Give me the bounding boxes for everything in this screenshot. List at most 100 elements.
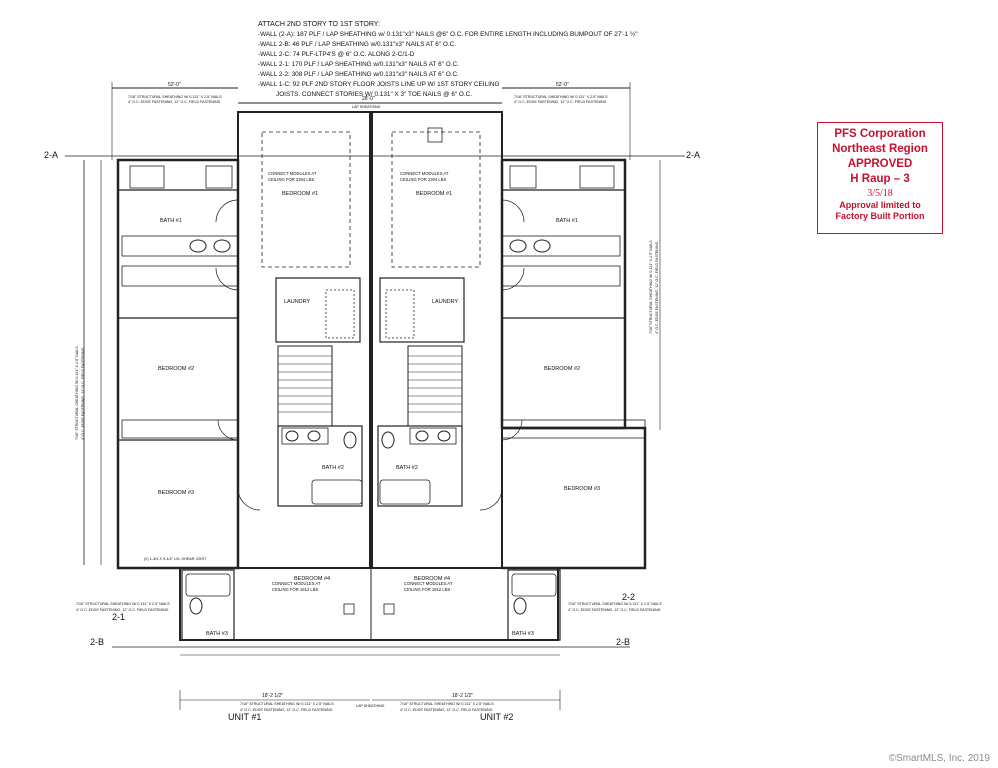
toilet bbox=[513, 597, 527, 615]
lap-sheathing-note: LAP SHEATHING bbox=[352, 105, 381, 109]
connect-note: CEILING FOR 2304 LBS bbox=[268, 177, 315, 182]
room-label: BEDROOM #4 bbox=[294, 576, 330, 582]
dim-text: 52'-0" bbox=[556, 82, 569, 88]
connect-note: CEILING FOR 2304 LBS bbox=[400, 177, 447, 182]
stamp-line: APPROVED bbox=[847, 158, 913, 170]
notes-heading: ATTACH 2ND STORY TO 1ST STORY: bbox=[258, 21, 381, 28]
dim-text: 52'-0" bbox=[168, 82, 181, 88]
note-line: -WALL 2-1: 170 PLF / LAP SHEATHING w/0.1… bbox=[258, 61, 459, 68]
note-line: JOISTS. CONNECT STORIES W/ 0.131" X 3" T… bbox=[276, 91, 473, 98]
framing-notes: ATTACH 2ND STORY TO 1ST STORY: -WALL (2-… bbox=[258, 20, 698, 100]
copyright-notice: ©SmartMLS, Inc. 2019 bbox=[888, 753, 990, 764]
room-label: BEDROOM #1 bbox=[416, 191, 452, 197]
note-line: -WALL (2-A): 187 PLF / LAP SHEATHING w/ … bbox=[258, 31, 638, 38]
approval-stamp: PFS Corporation Northeast Region APPROVE… bbox=[817, 122, 943, 234]
vanity bbox=[121, 235, 239, 257]
toilet bbox=[189, 597, 203, 615]
grid-label-22: 2-2 bbox=[622, 592, 635, 602]
sink bbox=[285, 430, 299, 442]
room-label: BEDROOM #4 bbox=[414, 576, 450, 582]
room-label: BATH #2 bbox=[396, 465, 418, 471]
room-label: LAUNDRY bbox=[432, 299, 459, 305]
sheathing-note: 4" O.C. EDGE FASTENING, 12" O.C. FIELD F… bbox=[81, 347, 85, 440]
bathtub bbox=[185, 573, 231, 597]
sheathing-note: 7/16" STRUCTURAL SHEATHING W/ 0.131" X 2… bbox=[568, 602, 662, 606]
room-label: BATH #2 bbox=[322, 465, 344, 471]
room-label: BATH #3 bbox=[512, 631, 534, 637]
sheathing-note: 4" O.C. EDGE FASTENING, 12" O.C. FIELD F… bbox=[128, 100, 221, 104]
sheathing-note: 4" O.C. EDGE FASTENING, 12" O.C. FIELD F… bbox=[76, 608, 169, 612]
closet bbox=[501, 419, 646, 439]
unit-label: UNIT #2 bbox=[480, 712, 513, 722]
door-swing bbox=[237, 487, 261, 511]
connect-note: CONNECT MODULES AT bbox=[268, 171, 317, 176]
note-line: -WALL 2-2: 308 PLF / LAP SHEATHING w/0.1… bbox=[258, 71, 459, 78]
bath2-right bbox=[377, 425, 463, 507]
grid-label-2b-right: 2-B bbox=[616, 637, 630, 647]
stamp-line: Approval limited to bbox=[839, 200, 921, 210]
shower bbox=[129, 165, 165, 189]
sink bbox=[189, 239, 207, 253]
grid-label-2a-right: 2-A bbox=[686, 150, 700, 160]
bath2-left bbox=[277, 425, 363, 507]
vanity bbox=[409, 427, 457, 445]
sheathing-note: 4" O.C. EDGE FASTENING, 12" O.C. FIELD F… bbox=[568, 608, 661, 612]
toilet bbox=[509, 165, 537, 189]
sink bbox=[307, 430, 321, 442]
room-label: BEDROOM #1 bbox=[282, 191, 318, 197]
room-label: BATH #3 bbox=[206, 631, 228, 637]
note-line: -WALL 2-B: 46 PLF / LAP SHEATHING w/0.13… bbox=[258, 41, 457, 48]
sheathing-note: 7/16" STRUCTURAL SHEATHING W/ 0.131" X 2… bbox=[400, 702, 494, 706]
toilet bbox=[381, 431, 395, 449]
grid-label-2a-left: 2-A bbox=[44, 150, 58, 160]
room-label: BATH #1 bbox=[556, 218, 578, 224]
grid-label-21: 2-1 bbox=[112, 612, 125, 622]
unit-label: UNIT #1 bbox=[228, 712, 261, 722]
stamp-line: Northeast Region bbox=[832, 143, 928, 155]
sink bbox=[509, 239, 527, 253]
post bbox=[427, 127, 443, 143]
bathtub bbox=[379, 479, 431, 505]
connect-note: CEILING FOR 1812 LBS bbox=[272, 587, 319, 592]
toilet bbox=[343, 431, 357, 449]
room-label: BATH #1 bbox=[160, 218, 182, 224]
grid-label-2b-left: 2-B bbox=[90, 637, 104, 647]
connect-note: CONNECT MODULES AT bbox=[272, 581, 321, 586]
door-swing bbox=[501, 199, 525, 223]
sheathing-note: 4" O.C. EDGE FASTENING, 12" O.C. FIELD F… bbox=[400, 708, 493, 712]
dashed-outline bbox=[391, 131, 481, 268]
sheathing-note: 4" O.C. EDGE FASTENING, 12" O.C. FIELD F… bbox=[514, 100, 607, 104]
door-swing bbox=[501, 267, 525, 291]
note-line: -WALL 1-C: 92 PLF 2ND STORY FLOOR JOISTS… bbox=[258, 81, 500, 88]
lap-sheathing-note: LAP SHEATHING bbox=[356, 704, 385, 708]
sheathing-note: 4" O.C. EDGE FASTENING, 12" O.C. FIELD F… bbox=[240, 708, 333, 712]
right-unit-outer-wall bbox=[500, 158, 627, 430]
stamp-line: H Raup – 3 bbox=[850, 173, 910, 185]
bath3-left bbox=[181, 569, 235, 641]
bathtub bbox=[511, 573, 557, 597]
dim-text: 18'-2 1/2" bbox=[262, 693, 283, 699]
room-label: LAUNDRY bbox=[284, 299, 311, 305]
stamp-line: Factory Built Portion bbox=[835, 211, 925, 221]
closet bbox=[121, 265, 239, 287]
vanity bbox=[501, 235, 621, 257]
stair-right bbox=[407, 345, 463, 427]
sink bbox=[437, 430, 451, 442]
room-label: BEDROOM #2 bbox=[158, 366, 194, 372]
post bbox=[383, 603, 395, 615]
connect-note: CONNECT MODULES AT bbox=[404, 581, 453, 586]
shower bbox=[579, 165, 615, 189]
connect-note: CONNECT MODULES AT bbox=[400, 171, 449, 176]
door-swing bbox=[215, 267, 239, 291]
shear-joist-note: (2) 1-3/4 X 9-1/4" LVL SHEAR JOIST bbox=[144, 557, 207, 561]
room-label: BEDROOM #3 bbox=[158, 490, 194, 496]
closet bbox=[501, 265, 621, 287]
room-label: BEDROOM #3 bbox=[564, 486, 600, 492]
bathtub bbox=[311, 479, 363, 505]
door-swing bbox=[217, 419, 239, 441]
note-line: -WALL 2-C: 74 PLF-LTP4'S @ 6" O.C. ALONG… bbox=[258, 51, 415, 58]
right-bumpout-wall bbox=[502, 426, 647, 570]
sink bbox=[415, 430, 429, 442]
dim-text: 18'-2 1/2" bbox=[452, 693, 473, 699]
